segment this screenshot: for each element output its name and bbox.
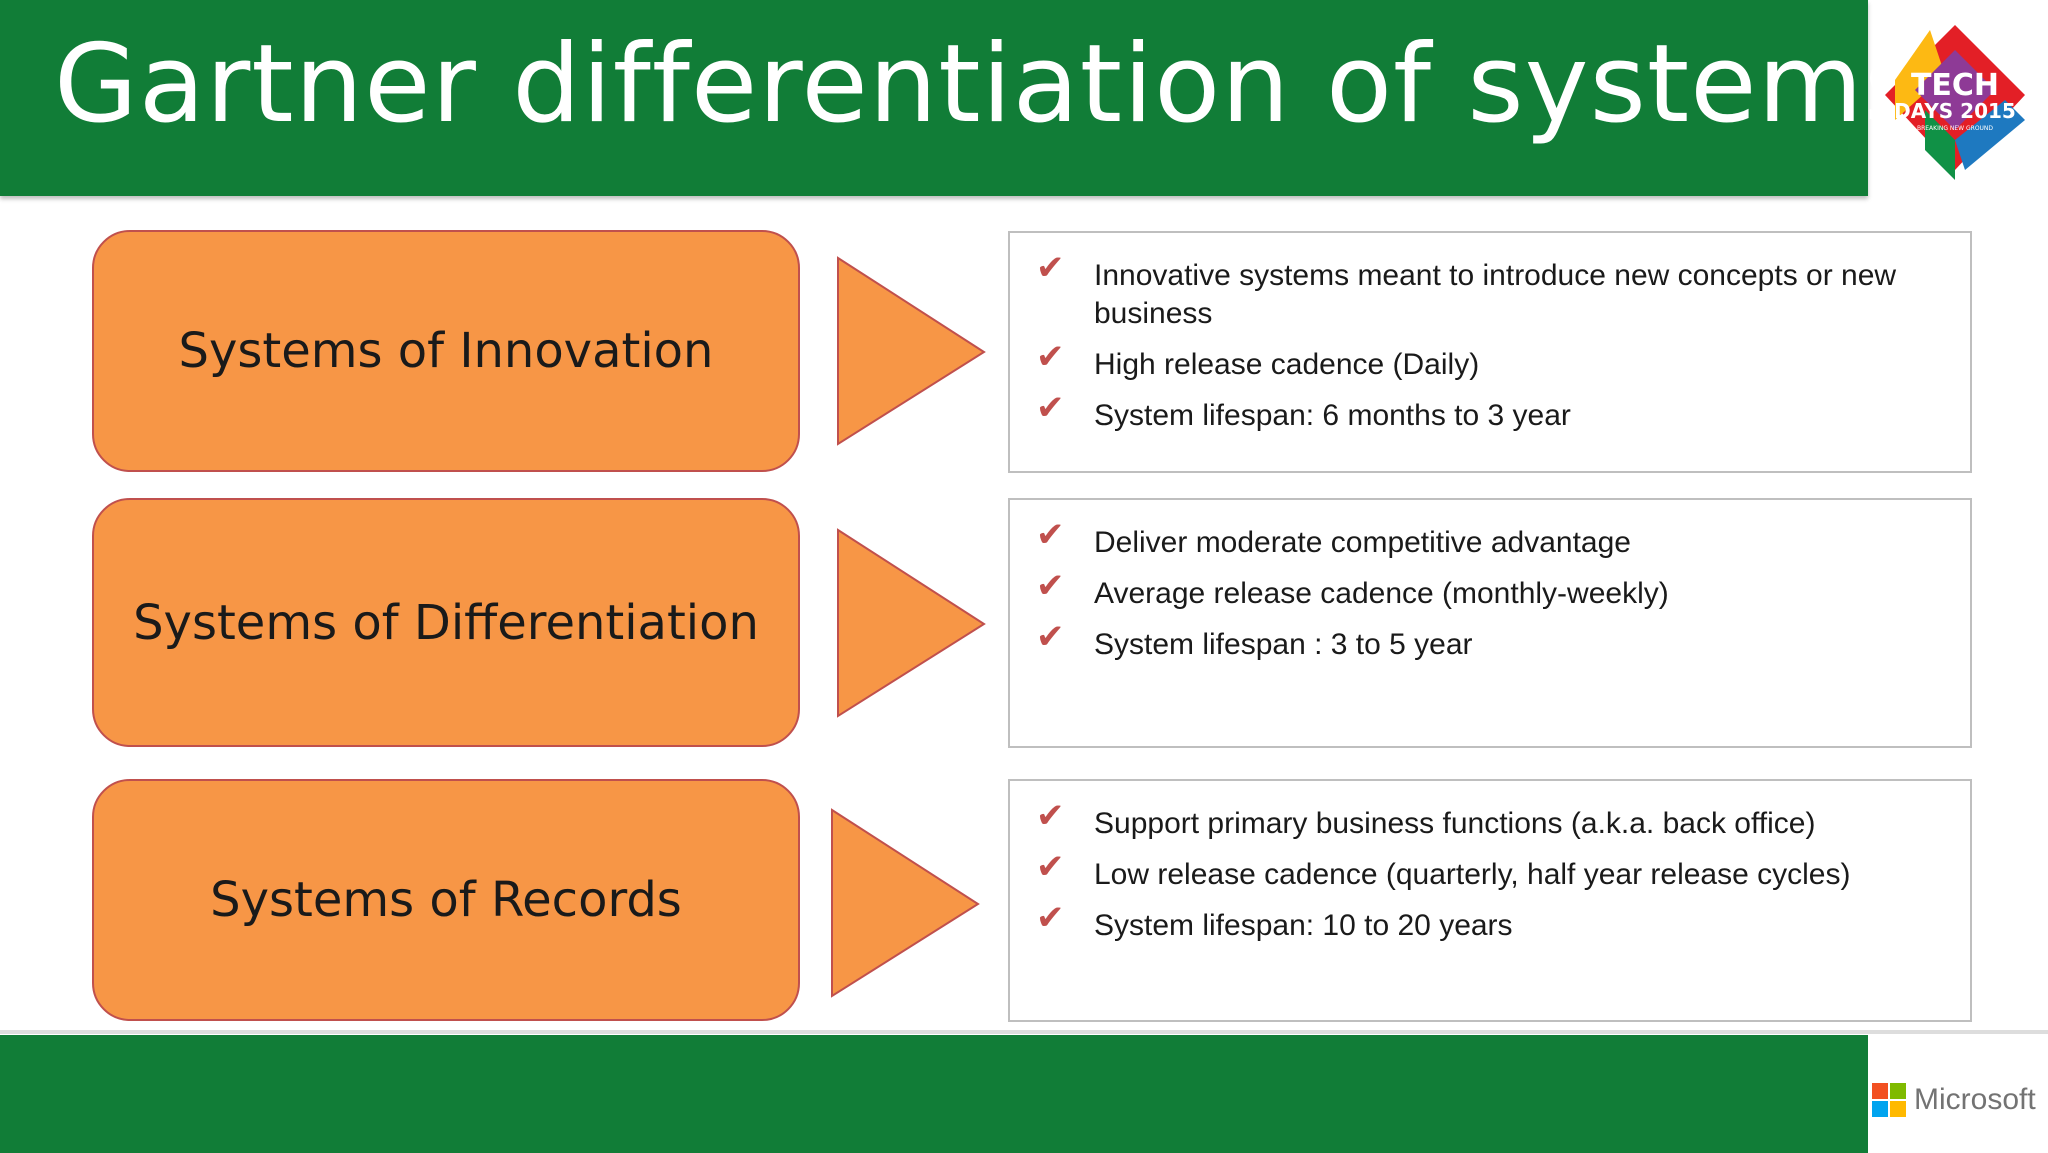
techdays-logo: TECH DAYS 2015 BREAKING NEW GROUND xyxy=(1885,25,2025,180)
checkmark-icon: ✔ xyxy=(1036,848,1065,886)
arrow-triangle xyxy=(837,256,986,446)
systems-of-differentiation-box: Systems of Differentiation xyxy=(92,498,800,747)
box-label: Systems of Innovation xyxy=(178,323,714,379)
list-item: ✔Low release cadence (quarterly, half ye… xyxy=(1010,848,1970,894)
checkmark-icon: ✔ xyxy=(1036,567,1065,605)
systems-of-records-box: Systems of Records xyxy=(92,779,800,1021)
microsoft-windows-icon xyxy=(1872,1083,1906,1117)
records-details-panel: ✔Support primary business functions (a.k… xyxy=(1008,779,1972,1022)
differentiation-details-panel: ✔Deliver moderate competitive advantage … xyxy=(1008,498,1972,748)
list-item: ✔Deliver moderate competitive advantage xyxy=(1010,516,1970,562)
checkmark-icon: ✔ xyxy=(1036,516,1065,554)
list-item: ✔System lifespan: 6 months to 3 year xyxy=(1010,389,1970,435)
innovation-details-panel: ✔Innovative systems meant to introduce n… xyxy=(1008,231,1972,473)
checkmark-icon: ✔ xyxy=(1036,249,1065,287)
svg-text:BREAKING NEW GROUND: BREAKING NEW GROUND xyxy=(1917,125,1993,132)
list-item: ✔Support primary business functions (a.k… xyxy=(1010,797,1970,843)
arrow-triangle xyxy=(831,808,980,998)
checkmark-icon: ✔ xyxy=(1036,899,1065,937)
checkmark-icon: ✔ xyxy=(1036,618,1065,656)
list-item: ✔System lifespan : 3 to 5 year xyxy=(1010,618,1970,664)
checkmark-icon: ✔ xyxy=(1036,338,1065,376)
list-item: ✔High release cadence (Daily) xyxy=(1010,338,1970,384)
svg-text:TECH: TECH xyxy=(1911,68,1999,103)
list-item: ✔Innovative systems meant to introduce n… xyxy=(1010,249,1970,333)
header-bar: Gartner differentiation of systems xyxy=(0,0,1920,196)
systems-of-innovation-box: Systems of Innovation xyxy=(92,230,800,472)
box-label: Systems of Differentiation xyxy=(133,594,759,651)
microsoft-logo: Microsoft xyxy=(1872,1083,2036,1117)
footer-bar xyxy=(0,1035,1868,1153)
microsoft-wordmark: Microsoft xyxy=(1914,1083,2036,1116)
svg-text:DAYS 2015: DAYS 2015 xyxy=(1894,99,2016,123)
box-label: Systems of Records xyxy=(210,872,682,928)
checkmark-icon: ✔ xyxy=(1036,797,1065,835)
footer-divider xyxy=(0,1030,2048,1034)
list-item: ✔System lifespan: 10 to 20 years xyxy=(1010,899,1970,945)
list-item: ✔Average release cadence (monthly-weekly… xyxy=(1010,567,1970,613)
slide-title: Gartner differentiation of systems xyxy=(54,22,1922,147)
checkmark-icon: ✔ xyxy=(1036,389,1065,427)
arrow-triangle xyxy=(837,528,986,718)
